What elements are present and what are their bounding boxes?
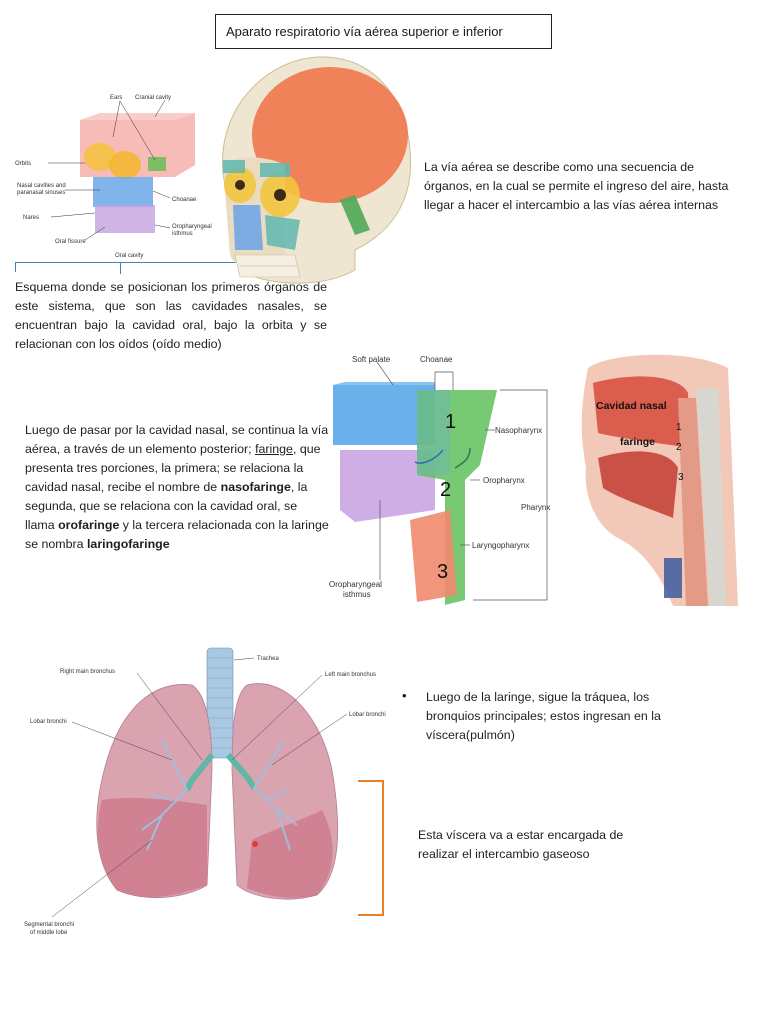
bronchial-tree bbox=[141, 739, 298, 851]
ear-shape bbox=[340, 195, 370, 235]
label-segmental-1: Segmental bronchi bbox=[24, 922, 74, 928]
page-title: Aparato respiratorio vía aérea superior … bbox=[215, 14, 552, 49]
schema-caption: Esquema donde se posicionan los primeros… bbox=[15, 280, 327, 351]
label-paranasal: paranasal sinuses bbox=[17, 190, 65, 196]
sagittal-number-2: 2 bbox=[676, 442, 682, 453]
nasal-cavity-region bbox=[593, 376, 690, 448]
pharynx-text-2: , que presenta tres porciones, la primer… bbox=[25, 442, 321, 494]
label-lobar-bronchi-left: Lobar bronchi bbox=[349, 712, 386, 718]
pharynx-text-3: , la segunda, que se relaciona con la ca… bbox=[25, 480, 308, 532]
label-soft-palate: Soft palate bbox=[352, 355, 391, 364]
label-isthmus: isthmus bbox=[343, 590, 371, 599]
oropharynx-term: orofaringe bbox=[58, 518, 120, 532]
laryngopharynx-term: laringofaringe bbox=[86, 537, 170, 551]
label-lobar-bronchi-right: Lobar bronchi bbox=[30, 719, 67, 725]
skull-figure bbox=[205, 55, 420, 290]
label-choanae: Choanae bbox=[172, 197, 197, 203]
number-3: 3 bbox=[437, 561, 448, 583]
label-nasal-cavities: Nasal cavities and bbox=[17, 183, 66, 189]
gas-exchange-description: Esta víscera va a estar encargada de rea… bbox=[418, 828, 624, 861]
sagittal-number-3: 3 bbox=[678, 472, 684, 483]
orbit-shape bbox=[84, 143, 116, 171]
label-segmental-2: of middle lobe bbox=[30, 930, 68, 936]
ear-shape bbox=[148, 157, 166, 171]
pharynx-region bbox=[678, 398, 708, 606]
cranial-cavity-shape bbox=[252, 67, 408, 203]
number-1: 1 bbox=[445, 411, 456, 433]
pharynx-description: Luego de pasar por la cavidad nasal, se … bbox=[25, 421, 330, 554]
laryngopharynx-shape bbox=[410, 510, 457, 602]
pharynx-diagram: Soft palate Choanae Nasopharynx Orophary… bbox=[325, 350, 553, 610]
number-2: 2 bbox=[440, 479, 451, 501]
cavities-schema-figure: Ears Cranial cavity Orbits Nasal cavitie… bbox=[15, 85, 215, 260]
label-laryngopharynx: Laryngopharynx bbox=[472, 541, 529, 550]
label-nares: Nares bbox=[23, 215, 39, 221]
bullet-icon: • bbox=[402, 688, 407, 703]
oral-cavity-shape bbox=[340, 450, 435, 522]
middle-lobe-shape bbox=[97, 797, 207, 898]
marker-dot bbox=[252, 841, 258, 847]
sagittal-number-1: 1 bbox=[676, 422, 682, 433]
label-pharynx: Pharynx bbox=[521, 503, 550, 512]
label-right-main-bronchus: Right main bronchus bbox=[60, 669, 115, 675]
bronchi-description: Luego de la laringe, sigue la tráquea, l… bbox=[426, 690, 661, 742]
airway-description: La vía aérea se describe como una secuen… bbox=[424, 160, 729, 212]
label-trachea: Trachea bbox=[257, 656, 279, 662]
label-cavidad-nasal: Cavidad nasal bbox=[596, 400, 667, 412]
label-nasopharynx: Nasopharynx bbox=[495, 426, 542, 435]
pharynx-text-4: y la tercera relacionada con la laringe … bbox=[25, 518, 329, 551]
nasopharynx-term: nasofaringe bbox=[220, 480, 291, 494]
nasal-cavity-shape bbox=[333, 385, 435, 445]
label-choanae: Choanae bbox=[420, 355, 453, 364]
label-oral-fissure: Oral fissure bbox=[55, 239, 86, 245]
trachea-shape bbox=[206, 647, 234, 759]
pharynx-term: faringe bbox=[255, 442, 293, 456]
oral-cavity-shape bbox=[95, 205, 155, 233]
label-left-main-bronchus: Left main bronchus bbox=[325, 672, 376, 678]
label-isthmus: isthmus bbox=[172, 231, 193, 237]
nasal-cavity-shape bbox=[233, 205, 263, 250]
label-orbits: Orbits bbox=[15, 161, 31, 167]
orange-bracket bbox=[358, 780, 384, 916]
nasal-cavity-shape bbox=[93, 177, 153, 207]
lungs-figure: Trachea Right main bronchus Left main br… bbox=[22, 640, 392, 940]
label-oropharynx: Oropharynx bbox=[483, 476, 525, 485]
label-faringe: faringe bbox=[620, 436, 655, 448]
label-cranial-cavity: Cranial cavity bbox=[135, 95, 171, 101]
pharynx-text-1: Luego de pasar por la cavidad nasal, se … bbox=[25, 423, 329, 456]
label-oropharyngeal: Oropharyngeal bbox=[329, 580, 382, 589]
label-ears: Ears bbox=[110, 95, 122, 101]
label-oral-cavity: Oral cavity bbox=[115, 253, 143, 259]
sagittal-head-figure: Cavidad nasal faringe 1 2 3 bbox=[578, 348, 743, 606]
oral-region bbox=[598, 451, 678, 518]
label-oropharyngeal: Oropharyngeal bbox=[172, 224, 212, 230]
